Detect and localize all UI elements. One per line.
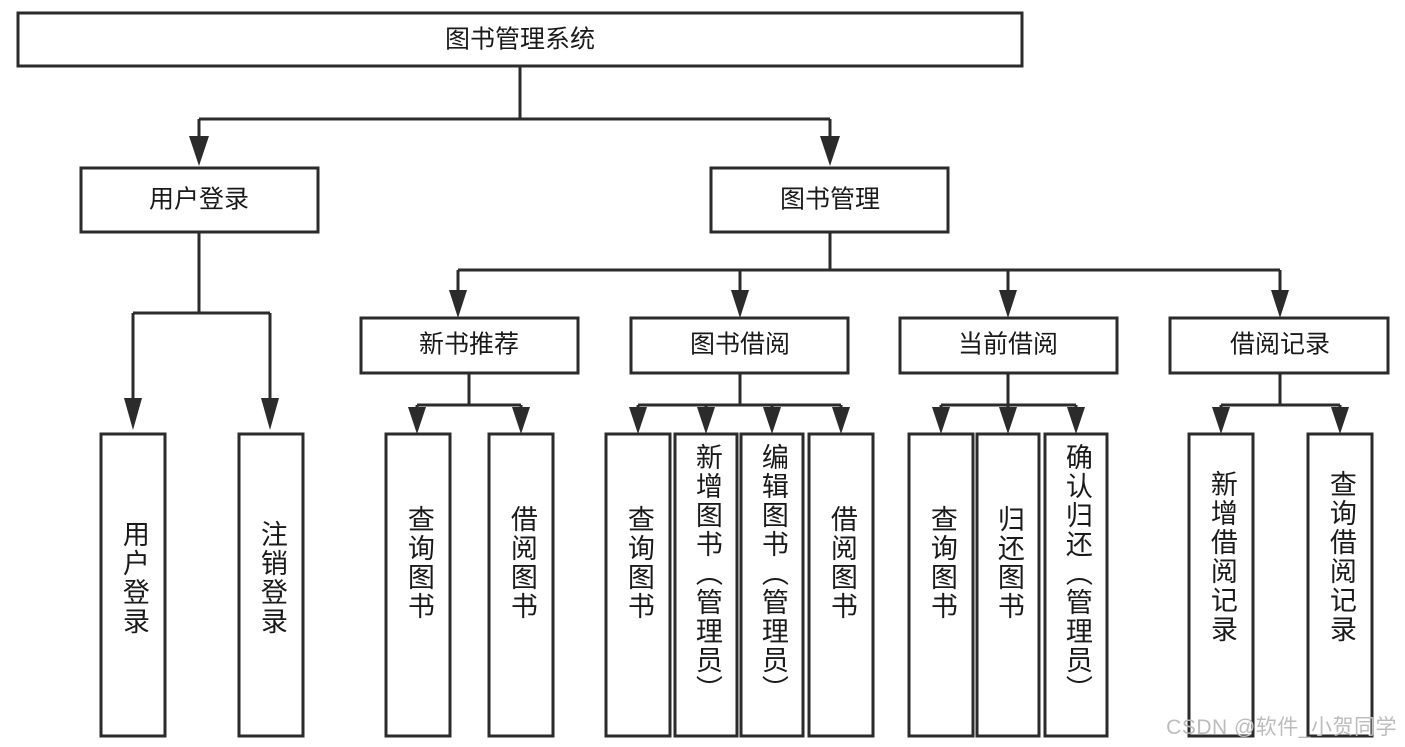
arrow-head-book-manage <box>820 136 840 166</box>
leaf-box-borrow-book-1[interactable] <box>487 432 555 738</box>
leaf-box-query-book-1[interactable] <box>384 432 452 738</box>
arrow-head-leaf-logout <box>261 398 279 430</box>
leaf-box-return-book[interactable] <box>975 432 1041 738</box>
arrow-head-bookborrow-leaf-3 <box>763 407 781 434</box>
connector-group-bookborrow-to-leaves <box>629 373 850 434</box>
node-box-borrow-record[interactable] <box>1168 316 1390 375</box>
connector-group-bookmanage-to-level3 <box>449 232 1289 318</box>
arrow-head-user-login <box>189 136 209 166</box>
leaf-box-query-book-3[interactable] <box>907 432 975 738</box>
arrow-head-leaf-user-login <box>124 398 142 430</box>
node-box-new-book-recommend[interactable] <box>359 316 580 375</box>
node-label-current-borrow: 当前借阅 <box>958 331 1058 359</box>
arrow-head-newbook-leaf-1 <box>408 407 426 434</box>
leaf-box-user-login[interactable] <box>99 432 167 738</box>
connector-group-root-to-level2 <box>189 66 840 166</box>
connector-group-newbook-to-leaves <box>408 373 530 434</box>
arrow-head-bookborrow-leaf-2 <box>697 407 715 434</box>
arrow-head-current-borrow <box>999 290 1017 318</box>
node-box-book-manage[interactable] <box>709 166 950 234</box>
arrow-head-currentborrow-leaf-1 <box>932 407 950 434</box>
leaf-box-query-borrow-record[interactable] <box>1306 432 1374 738</box>
arrow-head-bookborrow-leaf-1 <box>629 407 647 434</box>
leaf-box-query-book-2[interactable] <box>604 432 672 738</box>
node-label-book-manage: 图书管理 <box>780 186 880 214</box>
arrow-head-currentborrow-leaf-3 <box>1067 407 1085 434</box>
node-box-root[interactable] <box>16 11 1024 68</box>
connector-group-userlogin-to-leaves <box>124 232 279 430</box>
connector-group-borrowrecord-to-leaves <box>1212 373 1349 434</box>
arrow-head-book-borrow <box>731 290 749 318</box>
arrow-head-bookborrow-leaf-4 <box>832 407 850 434</box>
arrow-head-currentborrow-leaf-2 <box>999 407 1017 434</box>
node-box-book-borrow[interactable] <box>629 316 850 375</box>
arrow-head-new-book <box>449 290 467 318</box>
leaf-box-confirm-return-admin[interactable] <box>1043 432 1109 738</box>
arrow-head-borrowrecord-leaf-2 <box>1331 407 1349 434</box>
node-label-borrow-record: 借阅记录 <box>1230 331 1330 359</box>
arrow-head-borrowrecord-leaf-1 <box>1212 407 1230 434</box>
arrow-head-borrow-record <box>1271 290 1289 318</box>
leaf-box-edit-book-admin[interactable] <box>739 432 805 738</box>
node-label-root: 图书管理系统 <box>445 26 595 54</box>
node-label-book-borrow: 图书借阅 <box>690 331 790 359</box>
node-box-current-borrow[interactable] <box>898 316 1119 375</box>
csdn-watermark: CSDN @软件_小贺同学 <box>1166 716 1397 739</box>
node-label-user-login: 用户登录 <box>149 186 249 214</box>
node-box-user-login[interactable] <box>79 166 320 234</box>
arrow-head-newbook-leaf-2 <box>512 407 530 434</box>
leaf-box-add-book-admin[interactable] <box>673 432 739 738</box>
leaf-box-add-borrow-record[interactable] <box>1187 432 1255 738</box>
leaf-box-logout[interactable] <box>237 432 305 738</box>
leaf-box-borrow-book-2[interactable] <box>807 432 875 738</box>
node-label-new-book-recommend: 新书推荐 <box>419 331 519 359</box>
connector-group-currentborrow-to-leaves <box>932 373 1085 434</box>
